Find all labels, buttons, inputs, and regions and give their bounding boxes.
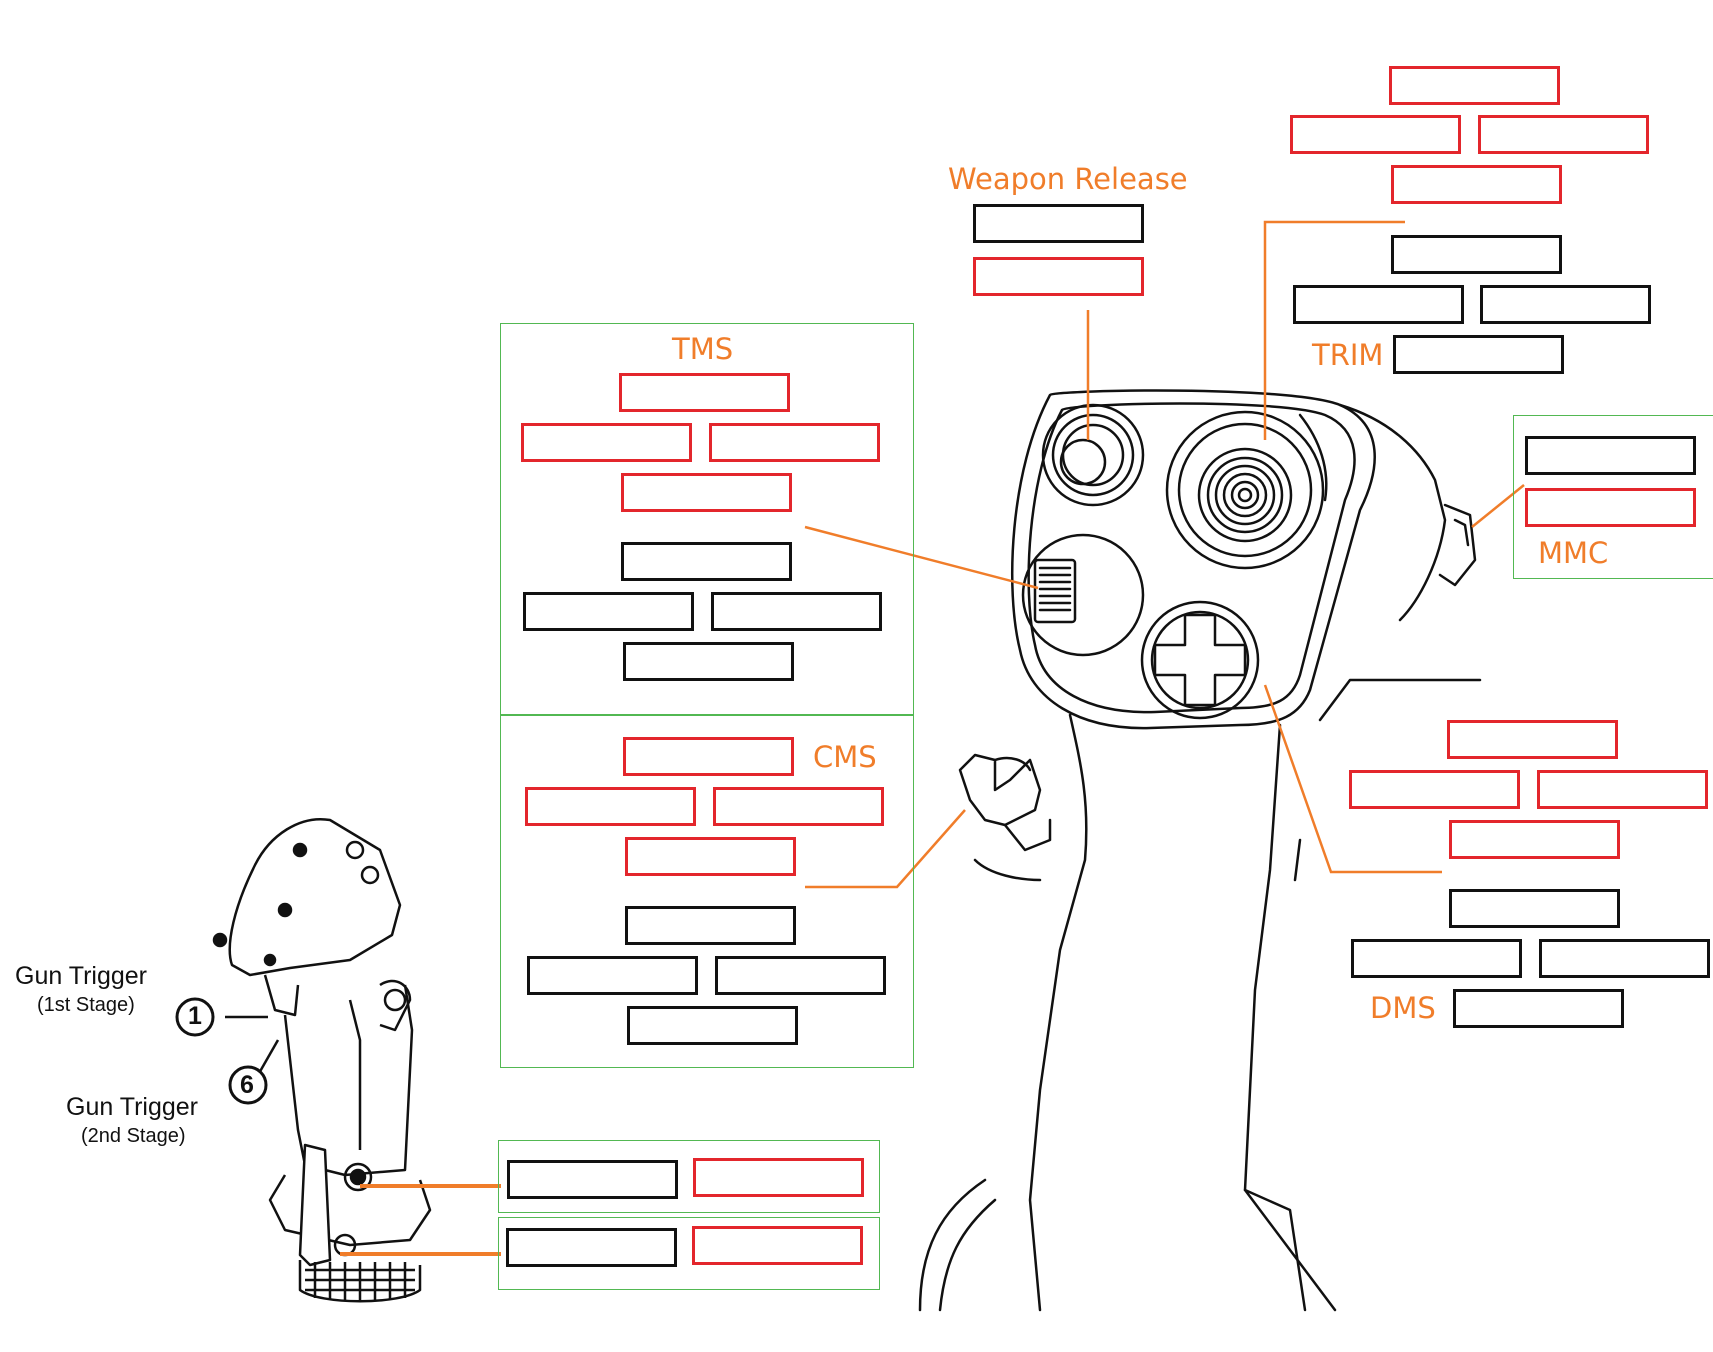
dms-binding-up[interactable] (1449, 889, 1620, 928)
mmc-binding[interactable] (1525, 436, 1696, 475)
cms-modifier-up[interactable] (623, 737, 794, 776)
base-button-binding[interactable] (506, 1228, 677, 1267)
cms-binding-up[interactable] (625, 906, 796, 945)
cms-group (500, 715, 914, 1068)
dms-binding-left[interactable] (1351, 939, 1522, 978)
leader-dms (1263, 684, 1442, 874)
trim-label: TRIM (1312, 338, 1384, 372)
tms-binding-left[interactable] (523, 592, 694, 631)
callout-number-1: 1 (188, 1002, 202, 1030)
weapon-release-label: Weapon Release (948, 162, 1188, 196)
tms-modifier-down[interactable] (621, 473, 792, 512)
cms-binding-left[interactable] (527, 956, 698, 995)
cms-modifier-down[interactable] (625, 837, 796, 876)
small-stick-drawing (175, 817, 432, 1303)
leader-trim (1263, 220, 1405, 440)
gun-trigger-1-stage: (1st Stage) (37, 994, 135, 1016)
button-base-group (498, 1217, 880, 1290)
lower-button-modifier[interactable] (693, 1158, 864, 1197)
leader-mmc (1471, 484, 1525, 528)
mmc-group (1513, 415, 1713, 579)
trim-binding-up[interactable] (1391, 235, 1562, 274)
tms-modifier-left[interactable] (521, 423, 692, 462)
dms-label: DMS (1370, 991, 1436, 1025)
cms-modifier-right[interactable] (713, 787, 884, 826)
dms-modifier-right[interactable] (1537, 770, 1708, 809)
dms-modifier-left[interactable] (1349, 770, 1520, 809)
dms-binding-right[interactable] (1539, 939, 1710, 978)
cms-binding-down[interactable] (627, 1006, 798, 1045)
trim-modifier-up[interactable] (1389, 66, 1560, 105)
leader-cms (805, 809, 966, 889)
weapon-release-modifier[interactable] (973, 257, 1144, 296)
leader-tms (804, 525, 1039, 590)
trim-binding-left[interactable] (1293, 285, 1464, 324)
mmc-modifier[interactable] (1525, 488, 1696, 527)
tms-binding-down[interactable] (623, 642, 794, 681)
cms-modifier-left[interactable] (525, 787, 696, 826)
mmc-label: MMC (1538, 536, 1609, 570)
gun-trigger-1-label: Gun Trigger (15, 962, 148, 990)
trim-binding-right[interactable] (1480, 285, 1651, 324)
lower-button-binding[interactable] (507, 1160, 678, 1199)
large-stick-drawing (918, 389, 1482, 1312)
cms-label: CMS (813, 740, 877, 774)
tms-modifier-right[interactable] (709, 423, 880, 462)
tms-modifier-up[interactable] (619, 373, 790, 412)
base-button-modifier[interactable] (692, 1226, 863, 1265)
callout-number-6: 6 (240, 1071, 254, 1099)
tms-label: TMS (672, 332, 734, 366)
tms-binding-up[interactable] (621, 542, 792, 581)
cms-binding-right[interactable] (715, 956, 886, 995)
weapon-release-binding[interactable] (973, 204, 1144, 243)
leader-lines (340, 220, 1525, 1256)
trim-binding-down[interactable] (1393, 335, 1564, 374)
gun-trigger-2-label: Gun Trigger (66, 1093, 199, 1121)
tms-group (500, 323, 914, 715)
dms-modifier-up[interactable] (1447, 720, 1618, 759)
trim-modifier-down[interactable] (1391, 165, 1562, 204)
dms-modifier-down[interactable] (1449, 820, 1620, 859)
trim-modifier-left[interactable] (1290, 115, 1461, 154)
tms-binding-right[interactable] (711, 592, 882, 631)
gun-trigger-2-stage: (2nd Stage) (81, 1125, 186, 1147)
trim-modifier-right[interactable] (1478, 115, 1649, 154)
button-lower-group (498, 1140, 880, 1213)
dms-binding-down[interactable] (1453, 989, 1624, 1028)
